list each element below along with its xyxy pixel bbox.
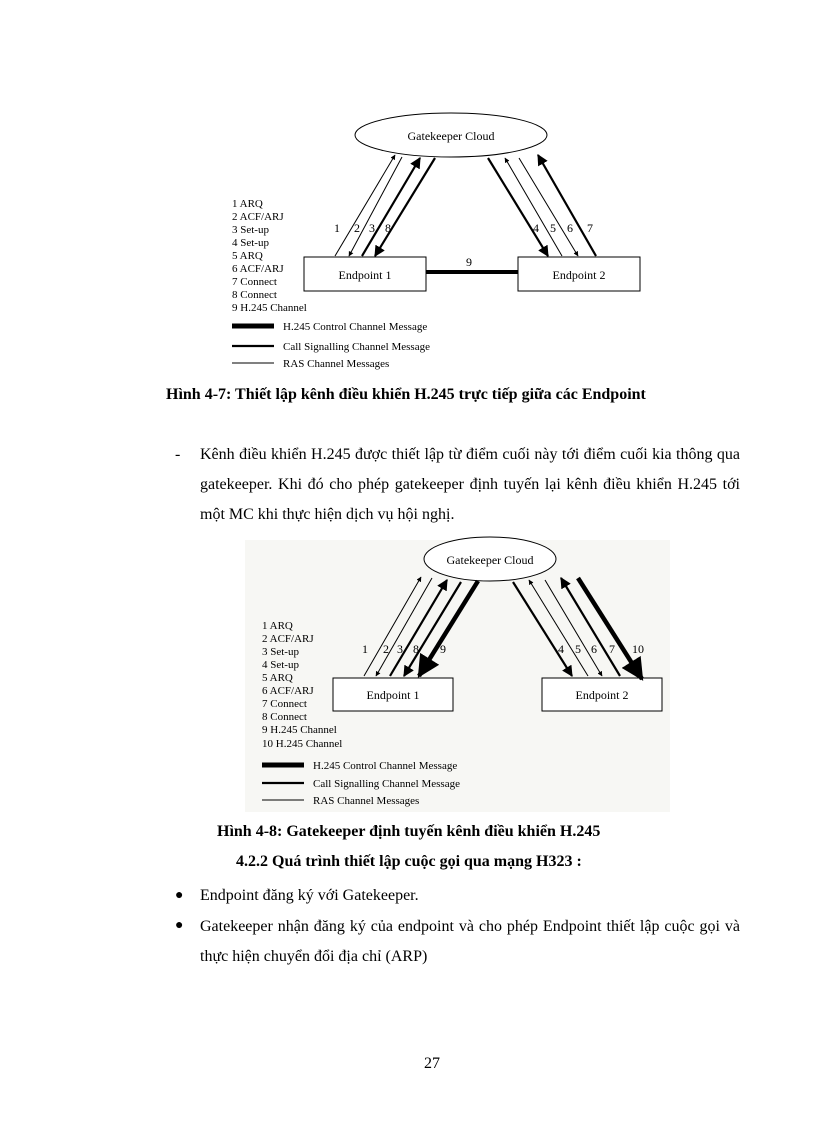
legend-label: H.245 Control Channel Message [283, 321, 427, 333]
arrow-label: 4 [533, 221, 539, 235]
figure2-background [245, 540, 670, 812]
step-label: 2 ACF/ARJ [232, 211, 284, 223]
message-arrow [537, 154, 597, 257]
page-number: 27 [424, 1055, 440, 1072]
message-arrow [487, 157, 549, 257]
message-arrow [374, 157, 436, 257]
message-arrow [512, 581, 573, 677]
message-arrow [361, 157, 421, 257]
message-arrow [504, 157, 563, 257]
message-arrow [576, 576, 644, 681]
arrow-label: 10 [632, 642, 644, 656]
cloud-label: Gatekeeper Cloud [408, 129, 495, 143]
arrow-label: 4 [558, 642, 564, 656]
dash-marker: - [175, 446, 181, 463]
arrow-label: 1 [362, 642, 368, 656]
bullet-item: Gatekeeper nhận đăng ký của endpoint và … [200, 918, 740, 965]
step-label: 6 ACF/ARJ [232, 263, 284, 275]
figure2-diagram: Gatekeeper Cloud Endpoint 1 Endpoint 2 1… [262, 536, 663, 807]
step-label: 3 Set-up [262, 646, 299, 658]
legend-label: H.245 Control Channel Message [313, 760, 457, 772]
figure1-caption: Hình 4-7: Thiết lập kênh điều khiển H.24… [166, 386, 646, 403]
legend-label: RAS Channel Messages [313, 795, 419, 807]
gatekeeper-cloud [354, 112, 548, 158]
message-arrow [389, 579, 448, 677]
step-label: 7 Connect [232, 276, 277, 288]
paragraph: Kênh điều khiển H.245 được thiết lập từ … [200, 446, 740, 523]
arrow-label: 9 [440, 642, 446, 656]
arrow-label: 6 [591, 642, 597, 656]
endpoint2-label: Endpoint 2 [553, 268, 606, 282]
arrow-label: 8 [413, 642, 419, 656]
step-label: 5 ARQ [232, 250, 263, 262]
arrow-label: 6 [567, 221, 573, 235]
gatekeeper-cloud [423, 536, 557, 582]
message-arrow [334, 154, 396, 257]
figure1-diagram: Gatekeeper Cloud Endpoint 1 Endpoint 2 1… [232, 112, 641, 370]
step-label: 5 ARQ [262, 672, 293, 684]
legend-label: Call Signalling Channel Message [313, 778, 460, 790]
arrow-label: 2 [354, 221, 360, 235]
arrow-label: 9 [466, 255, 472, 269]
step-label: 2 ACF/ARJ [262, 633, 314, 645]
arrow-label: 3 [369, 221, 375, 235]
step-label: 10 H.245 Channel [262, 738, 342, 750]
step-label: 1 ARQ [262, 620, 293, 632]
arrow-label: 7 [609, 642, 615, 656]
step-label: 6 ACF/ARJ [262, 685, 314, 697]
step-label: 8 Connect [262, 711, 307, 723]
message-arrow [348, 156, 403, 257]
arrow-label: 2 [383, 642, 389, 656]
message-arrow [375, 577, 433, 677]
message-arrow [363, 576, 422, 677]
message-arrow [528, 579, 589, 677]
message-arrow [403, 581, 462, 677]
endpoint2-box [517, 256, 641, 292]
step-label: 9 H.245 Channel [262, 724, 337, 736]
step-label: 3 Set-up [232, 224, 269, 236]
arrow-label: 3 [397, 642, 403, 656]
endpoint1-label: Endpoint 1 [367, 688, 420, 702]
step-label: 4 Set-up [232, 237, 269, 249]
message-arrow [417, 579, 480, 678]
endpoint1-box [332, 677, 454, 712]
arrow-label: 8 [385, 221, 391, 235]
arrow-label: 1 [334, 221, 340, 235]
message-arrow [560, 577, 621, 677]
bullet-item: Endpoint đăng ký với Gatekeeper. [200, 887, 419, 904]
bullet-icon: ● [175, 918, 184, 933]
endpoint2-label: Endpoint 2 [576, 688, 629, 702]
message-arrow [544, 579, 603, 677]
bullet-icon: ● [175, 888, 184, 903]
cloud-label: Gatekeeper Cloud [447, 553, 534, 567]
section-heading: 4.2.2 Quá trình thiết lập cuộc gọi qua m… [236, 853, 582, 870]
legend-label: Call Signalling Channel Message [283, 341, 430, 353]
step-label: 8 Connect [232, 289, 277, 301]
step-label: 4 Set-up [262, 659, 299, 671]
legend-label: RAS Channel Messages [283, 358, 389, 370]
endpoint1-label: Endpoint 1 [339, 268, 392, 282]
step-label: 1 ARQ [232, 198, 263, 210]
message-arrow [518, 157, 579, 257]
arrow-label: 5 [575, 642, 581, 656]
figure2-caption: Hình 4-8: Gatekeeper định tuyến kênh điề… [217, 823, 601, 840]
step-label: 7 Connect [262, 698, 307, 710]
endpoint2-box [541, 677, 663, 712]
arrow-label: 5 [550, 221, 556, 235]
arrow-label: 7 [587, 221, 593, 235]
step-label: 9 H.245 Channel [232, 302, 307, 314]
